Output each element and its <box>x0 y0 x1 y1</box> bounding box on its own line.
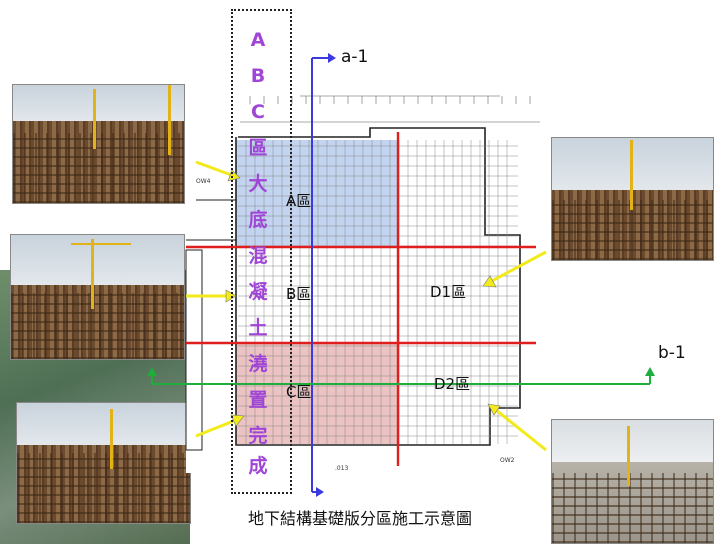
vertical-caption-char: 凝 <box>248 281 268 303</box>
vertical-caption-char: 澆 <box>248 353 268 375</box>
zone-b-label: B區 <box>286 285 312 303</box>
site-photo-bottom-right <box>551 419 714 544</box>
section-b1-label: b-1 <box>658 343 686 363</box>
vertical-caption-char: 成 <box>248 455 268 477</box>
vertical-caption-char: A <box>250 29 266 51</box>
zone-a-fill <box>236 140 398 246</box>
vertical-caption-char: 混 <box>248 245 268 267</box>
site-photo-bottom-left <box>16 402 191 524</box>
zone-a-label: A區 <box>286 192 312 210</box>
vertical-caption-char: 大 <box>248 173 268 195</box>
svg-text:OW4: OW4 <box>196 178 211 185</box>
diagram-caption: 地下結構基礎版分區施工示意圖 <box>247 509 472 528</box>
vertical-caption-char: 底 <box>248 209 268 231</box>
vertical-caption-char: C <box>251 101 265 123</box>
zone-d2-label: D2區 <box>434 375 471 393</box>
vertical-caption-char: B <box>250 65 266 87</box>
zone-c-label: C區 <box>286 383 312 401</box>
site-photo-middle-left <box>10 234 185 360</box>
vertical-caption-char: 置 <box>248 389 268 411</box>
vertical-caption-char: 土 <box>248 317 268 339</box>
vertical-caption-char: 完 <box>248 425 268 447</box>
svg-text:.013: .013 <box>335 465 349 472</box>
svg-text:OW2: OW2 <box>500 457 515 464</box>
vertical-caption-box <box>231 9 292 494</box>
zone-c-fill <box>236 344 398 444</box>
section-a1-label: a-1 <box>341 47 369 67</box>
site-photo-top-left <box>12 84 185 204</box>
site-photo-top-right <box>551 137 714 261</box>
zone-d1-label: D1區 <box>430 283 467 301</box>
vertical-caption-char: 區 <box>248 137 268 159</box>
